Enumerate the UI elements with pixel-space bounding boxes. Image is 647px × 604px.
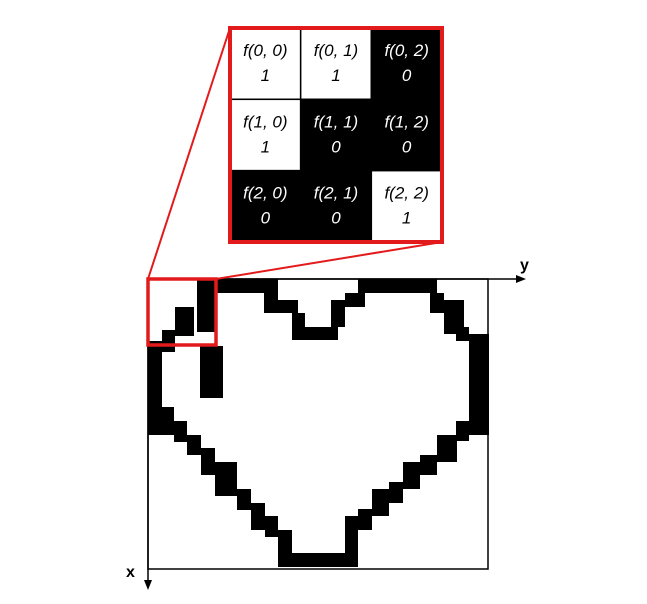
connector-line-top [147,27,231,280]
heart-pixel-block [201,448,215,475]
y-axis-arrow [516,275,526,283]
heart-pixel-block [251,503,265,530]
grid-cell-value: 1 [402,209,411,228]
heart-pixel-block [456,327,469,341]
heart-pixel-block [420,455,437,475]
heart-pixel-block [265,516,278,537]
grid-cell-function: f(0, 0) [243,41,287,60]
heart-pixel-block [437,435,457,462]
grid-cell-function: f(0, 2) [384,41,428,60]
heart-pixel-block [331,300,345,327]
grid-cell [370,169,443,243]
heart-pixel-block [215,462,237,496]
heart-pixel-block [469,334,489,435]
heart-pixel-block [345,293,365,307]
zoom-grid: f(0, 0) 1 f(0, 1) 1 f(0, 2) 0 f(1, 0) 1 f(1, 1) 0… [229,27,443,243]
x-axis-arrow [144,580,152,590]
grid-cell [299,169,373,243]
grid-cell [229,98,302,172]
heart-pixel-block [174,421,187,442]
grid-cell-value: 0 [331,137,341,156]
grid-cell-function: f(2, 0) [243,184,287,203]
grid-cell-function: f(1, 0) [243,112,287,131]
heart-pixel-block [403,462,420,489]
grid-cell [299,27,373,101]
heart-pixel-block [278,300,298,313]
heart-pixel-block [162,330,175,352]
highlight-box [146,277,218,347]
grid-cell-value: 0 [402,66,412,85]
heart-pixel-block [444,300,464,334]
heart-pixel-block [217,279,264,293]
y-axis-label: y [520,257,529,274]
heart-pixel-block [285,553,358,567]
heart-pixel-block [372,489,389,516]
grid-cell-function: f(1, 2) [384,112,428,131]
zoom-grid-border [228,26,444,244]
grid-cell-function: f(0, 1) [314,41,358,60]
heart-pixel-block [175,307,194,336]
heart-pixel-block [278,530,292,567]
heart-pixel-block [389,482,403,503]
heart-pixel-block [200,346,223,398]
heart-pixel-shape [148,279,489,567]
heart-pixel-block [456,421,469,441]
grid-cell-function: f(1, 1) [314,112,358,131]
heart-pixel-block [197,279,217,332]
grid-cell [229,169,302,243]
grid-cell-value: 1 [261,66,270,85]
connector-line-bottom [215,241,443,280]
grid-cell-value: 0 [331,209,341,228]
heart-pixel-block [358,509,372,530]
heart-pixel-block [305,327,338,340]
grid-cell [229,27,302,101]
heart-pixel-block [237,489,251,510]
grid-cell [370,98,443,172]
heart-pixel-block [292,313,305,340]
heart-pixel-block [148,341,162,414]
grid-cell-value: 0 [261,209,271,228]
heart-pixel-block [264,279,278,313]
grid-cell [299,98,373,172]
heart-pixel-block [187,435,201,455]
heart-pixel-block [430,293,444,313]
grid-cell [370,27,443,101]
grid-cell-function: f(2, 1) [314,184,358,203]
grid-cell-value: 1 [261,137,270,156]
heart-pixel-block [358,279,437,293]
grid-cell-value: 0 [402,137,412,156]
x-axis-label: x [126,564,135,581]
grid-cell-function: f(2, 2) [384,184,428,203]
zoom-connector [146,27,443,347]
grid-cell-value: 1 [331,66,340,85]
